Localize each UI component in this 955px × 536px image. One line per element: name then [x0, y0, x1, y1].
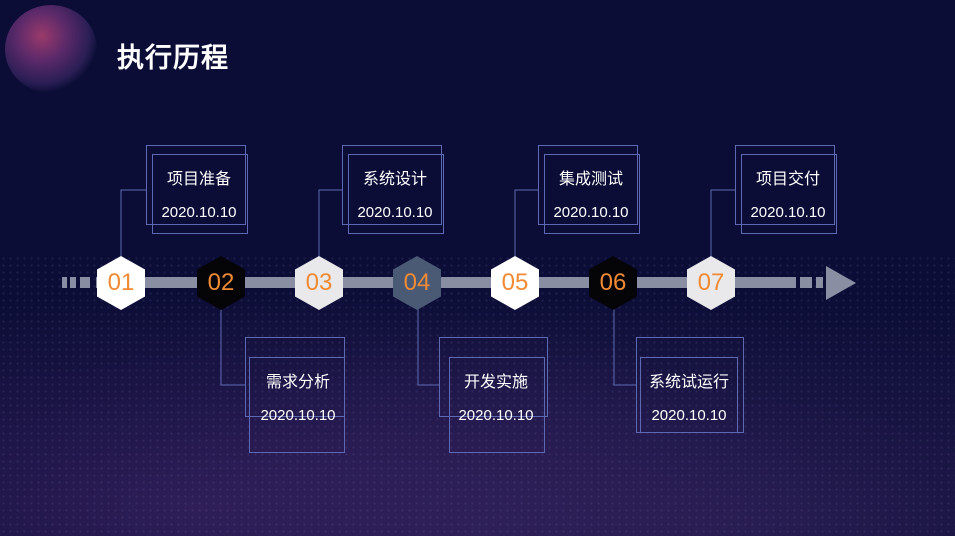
- milestone-03-date: 2020.10.10: [357, 204, 433, 221]
- milestone-03-card: 系统设计 2020.10.10: [342, 145, 444, 234]
- milestone-02-card: 需求分析 2020.10.10: [245, 337, 345, 453]
- milestone-05-card: 集成测试 2020.10.10: [538, 145, 640, 234]
- card-frame: [449, 357, 545, 453]
- planet-decoration: [5, 5, 97, 93]
- milestone-01-name: 项目准备: [166, 171, 231, 188]
- milestone-05-hexagon: 05: [491, 256, 539, 310]
- card-frame: [544, 154, 640, 234]
- milestone-03-hexagon: 03: [295, 256, 343, 310]
- milestone-07-name: 项目交付: [755, 171, 820, 188]
- milestone-06-date: 2020.10.10: [651, 407, 727, 424]
- milestone-04-date: 2020.10.10: [458, 407, 534, 424]
- milestone-04-hexagon: 04: [393, 256, 441, 310]
- milestone-01-number: 01: [107, 269, 135, 296]
- milestone-02-number: 02: [207, 269, 235, 296]
- milestone-07-number: 07: [697, 269, 725, 296]
- background-particles: [0, 255, 955, 536]
- milestone-06-card: 系统试运行 2020.10.10: [636, 337, 744, 433]
- milestone-02-date: 2020.10.10: [260, 407, 336, 424]
- milestone-01-date: 2020.10.10: [161, 204, 237, 221]
- milestone-01-hexagon: 01: [97, 256, 145, 310]
- milestone-07-card: 项目交付 2020.10.10: [735, 145, 837, 234]
- background-glow: [0, 250, 955, 536]
- milestone-05-number: 05: [501, 269, 529, 296]
- card-frame: [146, 145, 246, 225]
- milestone-06-name: 系统试运行: [648, 374, 729, 391]
- milestone-07-date: 2020.10.10: [750, 204, 826, 221]
- milestone-05-name: 集成测试: [558, 171, 623, 188]
- card-frame: [348, 154, 444, 234]
- card-frame: [249, 357, 345, 453]
- milestone-06-hexagon: 06: [589, 256, 637, 310]
- milestone-04-card: 开发实施 2020.10.10: [439, 337, 548, 453]
- card-frame: [152, 154, 248, 234]
- card-frame: [538, 145, 638, 225]
- milestone-02-name: 需求分析: [265, 374, 330, 391]
- milestone-06-number: 06: [599, 269, 627, 296]
- milestone-04-name: 开发实施: [463, 374, 528, 391]
- card-frame: [741, 154, 837, 234]
- card-frame: [640, 357, 738, 433]
- milestone-02-hexagon: 02: [197, 256, 245, 310]
- card-frame: [439, 337, 548, 417]
- card-frame: [735, 145, 835, 225]
- milestone-07-hexagon: 07: [687, 256, 735, 310]
- milestone-03-number: 03: [305, 269, 333, 296]
- milestone-04-number: 04: [403, 269, 431, 296]
- milestone-01-card: 项目准备 2020.10.10: [146, 145, 248, 234]
- milestone-05-date: 2020.10.10: [553, 204, 629, 221]
- milestone-03-name: 系统设计: [362, 171, 427, 188]
- page-title: 执行历程: [117, 43, 229, 73]
- card-frame: [342, 145, 442, 225]
